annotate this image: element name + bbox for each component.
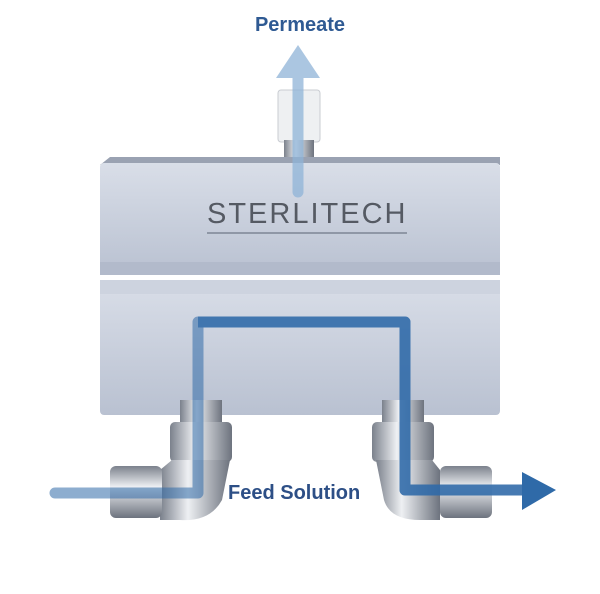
feed-flow-arrow	[49, 316, 556, 510]
upper-cell-block	[100, 157, 500, 275]
permeate-arrow	[276, 45, 320, 198]
permeate-label: Permeate	[254, 14, 346, 36]
lower-cell-block	[100, 280, 500, 415]
right-elbow-fitting	[372, 400, 492, 520]
left-elbow-fitting	[110, 400, 232, 521]
feed-solution-label: Feed Solution	[228, 482, 361, 504]
sterlitech-logo: STERLITECH	[207, 198, 408, 234]
